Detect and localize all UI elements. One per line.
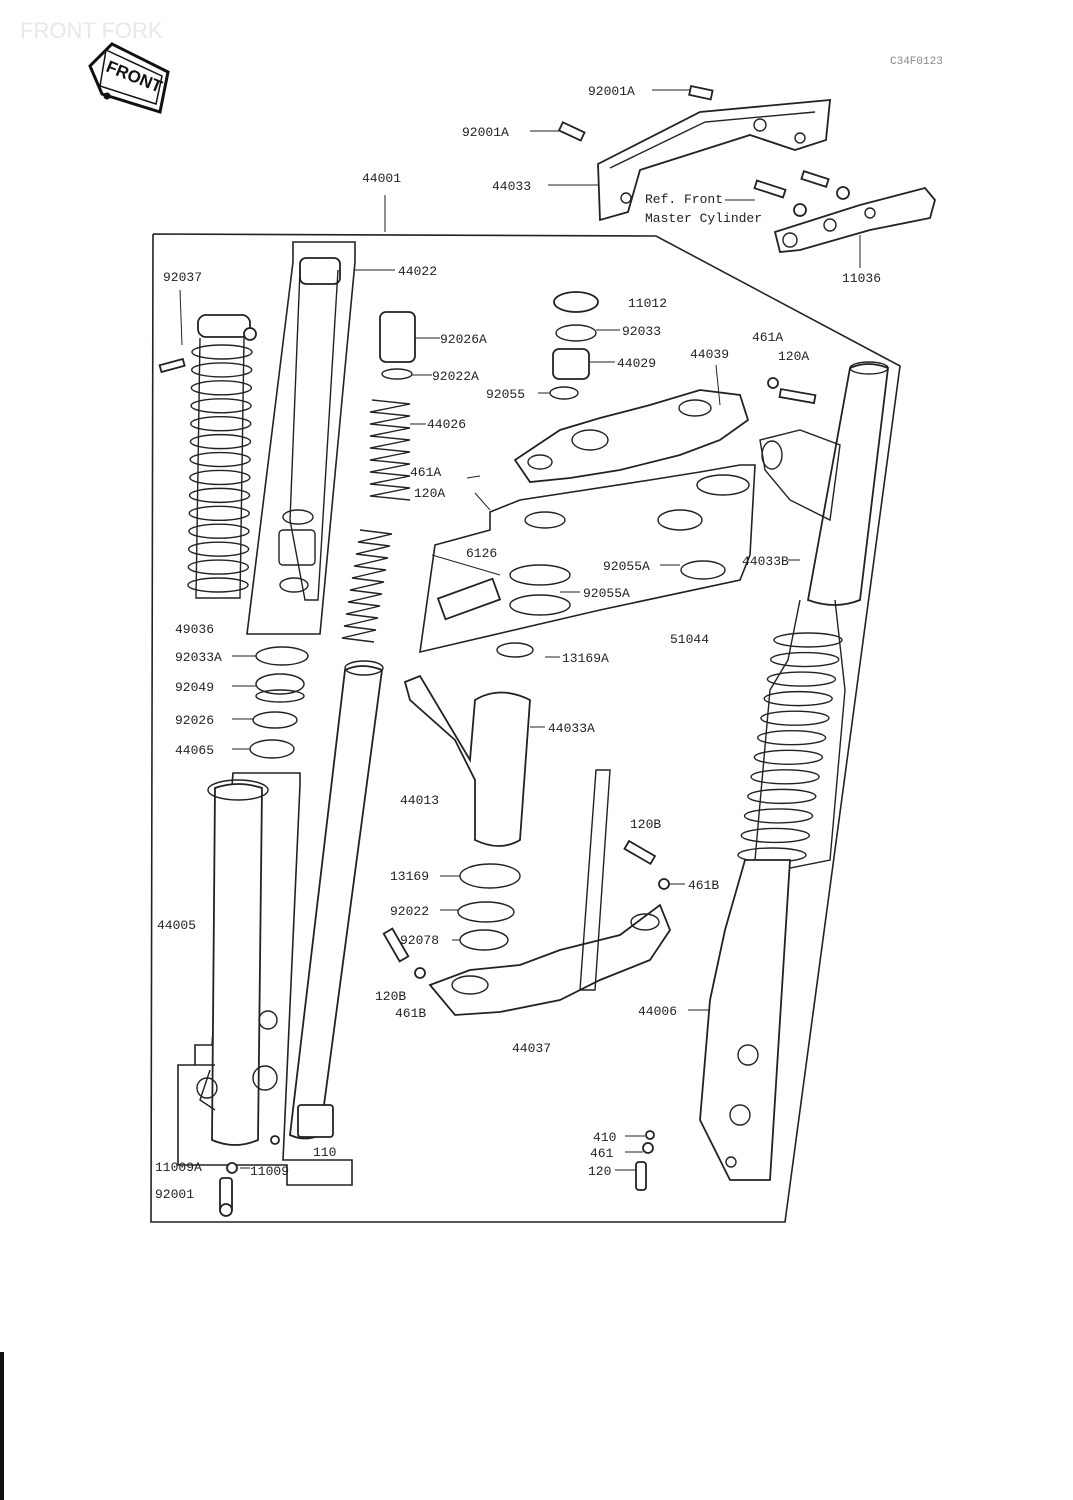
label-92037: 92037 — [163, 270, 202, 285]
label-44013: 44013 — [400, 793, 439, 808]
ref-note-line2: Master Cylinder — [645, 211, 762, 226]
label-44006: 44006 — [638, 1004, 677, 1019]
stem-bracket-51044 — [419, 464, 756, 654]
assembly-frame — [150, 233, 901, 1223]
page-edge-mark — [0, 1352, 4, 1500]
label-120B: 120B — [630, 817, 661, 832]
label-44022: 44022 — [398, 264, 437, 279]
label-92001: 92001 — [155, 1187, 194, 1202]
ref-note-line1: Ref. Front — [645, 192, 723, 207]
label-11009A: 11009A — [155, 1160, 202, 1175]
fork-cap-44022 — [299, 257, 341, 285]
label-11012: 11012 — [628, 296, 667, 311]
label-92022A: 92022A — [432, 369, 479, 384]
front-direction-icon: FRONT — [88, 42, 170, 114]
label-120B: 120B — [375, 989, 406, 1004]
label-461B: 461B — [688, 878, 719, 893]
seal-stack — [249, 646, 309, 759]
cap-11012 — [553, 291, 599, 313]
label-461A: 461A — [410, 465, 441, 480]
label-92026: 92026 — [175, 713, 214, 728]
label-44037: 44037 — [512, 1041, 551, 1056]
outer-tube-44005 — [211, 783, 263, 1146]
label-49036: 49036 — [175, 622, 214, 637]
label-11036: 11036 — [842, 271, 881, 286]
label-461A: 461A — [752, 330, 783, 345]
label-92026A: 92026A — [440, 332, 487, 347]
label-92055A: 92055A — [583, 586, 630, 601]
lower-bracket-44037 — [428, 903, 672, 1016]
label-44039: 44039 — [690, 347, 729, 362]
handlebar-holder-44033 — [557, 84, 832, 222]
label-44033B: 44033B — [742, 554, 789, 569]
label-410: 410 — [593, 1130, 616, 1145]
label-92049: 92049 — [175, 680, 214, 695]
spring-seat-92026A — [379, 311, 416, 363]
label-120A: 120A — [414, 486, 445, 501]
label-110: 110 — [313, 1145, 336, 1160]
label-120A: 120A — [778, 349, 809, 364]
upper-bracket-44039 — [513, 389, 750, 483]
page-title: FRONT FORK — [20, 18, 163, 43]
label-92033A: 92033A — [175, 650, 222, 665]
label-120: 120 — [588, 1164, 611, 1179]
label-13169A: 13169A — [562, 651, 609, 666]
label-461B: 461B — [395, 1006, 426, 1021]
label-92022: 92022 — [390, 904, 429, 919]
label-44033A: 44033A — [548, 721, 595, 736]
inner-tube — [289, 665, 383, 1140]
figure-code: C34F0123 — [890, 56, 943, 68]
label-44005: 44005 — [157, 918, 196, 933]
label-13169: 13169 — [390, 869, 429, 884]
label-92078: 92078 — [400, 933, 439, 948]
label-51044: 51044 — [670, 632, 709, 647]
label-44001: 44001 — [362, 171, 401, 186]
label-44033: 44033 — [492, 179, 531, 194]
label-44029: 44029 — [617, 356, 656, 371]
label-92001A: 92001A — [462, 125, 509, 140]
label-92055A: 92055A — [603, 559, 650, 574]
label-6126: 6126 — [466, 546, 497, 561]
clamp-11036 — [753, 170, 936, 268]
label-44026: 44026 — [427, 417, 466, 432]
label-11009: 11009 — [250, 1164, 289, 1179]
label-44065: 44065 — [175, 743, 214, 758]
dust-boot-49036 — [158, 314, 257, 599]
label-92033: 92033 — [622, 324, 661, 339]
lower-stem-44013 — [403, 674, 531, 847]
right-fork-assembly — [635, 361, 889, 1191]
label-461: 461 — [590, 1146, 614, 1161]
label-92001A: 92001A — [588, 84, 635, 99]
label-92055: 92055 — [486, 387, 525, 402]
